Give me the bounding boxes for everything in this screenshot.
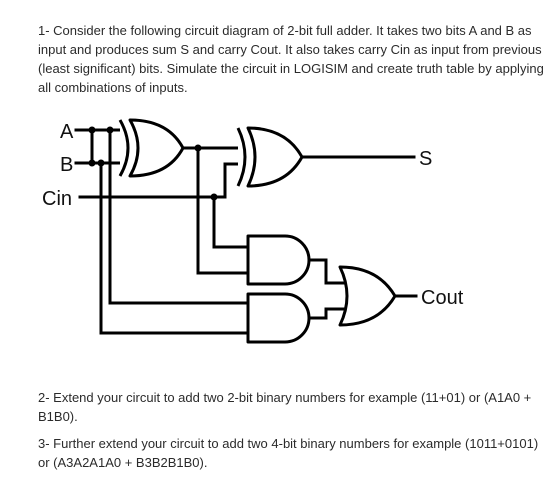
and1-input-wires	[99, 128, 250, 335]
xor-gate-1	[118, 118, 185, 178]
input-cin-label: Cin	[42, 188, 72, 210]
question-3-text: 3- Further extend your circuit to add tw…	[38, 436, 539, 470]
question-1-text: 1- Consider the following circuit diagra…	[38, 23, 544, 95]
xor-gate-2	[236, 126, 304, 188]
question-2-text: 2- Extend your circuit to add two 2-bit …	[38, 390, 532, 424]
output-s-label: S	[419, 148, 432, 170]
or-input-wires	[306, 258, 347, 320]
or-gate	[338, 265, 397, 327]
and-gate-2	[246, 292, 311, 344]
input-wires	[74, 128, 227, 199]
wire-junctions	[88, 126, 218, 201]
input-a-label: A	[60, 121, 74, 143]
xor1-output-wires	[181, 146, 250, 275]
output-cout-label: Cout	[421, 287, 464, 309]
and-gate-1	[246, 234, 311, 286]
input-b-label: B	[60, 154, 73, 176]
